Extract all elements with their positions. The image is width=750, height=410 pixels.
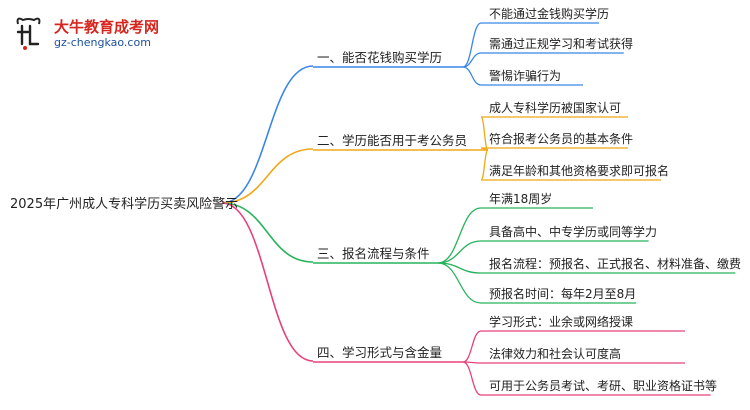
leaf-node: 可用于公务员考试、考研、职业资格证书等 xyxy=(489,378,717,393)
mind-map-edges xyxy=(221,22,736,396)
leaf-connector xyxy=(437,240,482,264)
leaf-connector xyxy=(462,361,482,396)
leaf-connector xyxy=(462,330,482,363)
leaf-node: 成人专科学历被国家认可 xyxy=(489,100,621,115)
leaf-connector xyxy=(480,116,489,151)
leaf-node: 年满18周岁 xyxy=(489,191,552,206)
mind-map-nodes: 2025年广州成人专科学历买卖风险警示 一、能否花钱购买学历 不能通过金钱购买学历需… xyxy=(10,6,741,393)
root-node: 2025年广州成人专科学历买卖风险警示 xyxy=(10,196,238,212)
branch-node-2: 二、学历能否用于考公务员 xyxy=(317,133,467,148)
site-logo[interactable]: 大牛教育成考网 gz-chengkao.com xyxy=(14,14,164,54)
branch-connector xyxy=(221,202,314,362)
branch-connector xyxy=(221,202,314,263)
logo-url: gz-chengkao.com xyxy=(54,36,151,49)
branch-connector xyxy=(221,65,314,204)
leaf-node: 具备高中、中专学历或同等学力 xyxy=(489,224,657,239)
leaf-connector xyxy=(437,262,482,304)
branch-node-4: 四、学习形式与含金量 xyxy=(317,345,442,360)
leaf-connector xyxy=(480,149,489,181)
leaf-node: 需通过正规学习和考试获得 xyxy=(489,36,633,51)
ox-logo-icon xyxy=(16,17,41,50)
leaf-node: 满足年龄和其他资格要求即可报名 xyxy=(489,163,669,178)
leaf-connector xyxy=(437,207,482,264)
leaf-node: 法律效力和社会认可度高 xyxy=(489,346,621,361)
branch-node-1: 一、能否花钱购买学历 xyxy=(317,50,442,65)
leaf-node: 报名流程：预报名、正式报名、材料准备、缴费 xyxy=(489,256,741,271)
leaf-node: 不能通过金钱购买学历 xyxy=(489,6,609,21)
branch-node-3: 三、报名流程与条件 xyxy=(317,246,430,261)
branch-connector xyxy=(221,148,314,204)
logo-title: 大牛教育成考网 xyxy=(54,18,160,36)
leaf-connector xyxy=(462,52,482,68)
leaf-node: 预报名时间：每年2月至8月 xyxy=(489,286,636,301)
leaf-connector xyxy=(462,22,482,68)
leaf-node: 学习形式：业余或网络授课 xyxy=(489,314,633,329)
leaf-node: 符合报考公务员的基本条件 xyxy=(489,131,633,146)
leaf-connector xyxy=(462,66,482,86)
leaf-node: 警惕诈骗行为 xyxy=(489,68,561,83)
